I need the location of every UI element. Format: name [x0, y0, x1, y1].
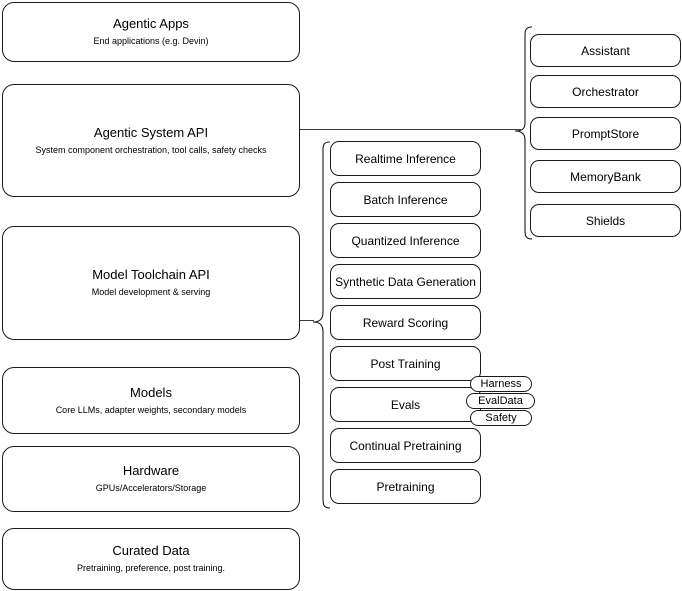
- layer-subtitle: Pretraining, preference, post training.: [76, 563, 226, 573]
- capability-label: Reward Scoring: [362, 315, 449, 330]
- layer-subtitle: End applications (e.g. Devin): [93, 36, 209, 46]
- layer-title: Agentic System API: [93, 124, 209, 140]
- layer-title: Hardware: [122, 463, 180, 478]
- capability-label: Batch Inference: [363, 192, 448, 207]
- component-box-orchestrator[interactable]: Orchestrator: [530, 75, 681, 108]
- capability-label: Post Training: [370, 356, 441, 371]
- layer-subtitle: System component orchestration, tool cal…: [35, 144, 267, 155]
- layer-box-models[interactable]: Models Core LLMs, adapter weights, secon…: [2, 367, 300, 434]
- component-box-memorybank[interactable]: MemoryBank: [530, 160, 681, 193]
- component-label: Assistant: [581, 43, 630, 58]
- capability-label: Continual Pretraining: [349, 438, 462, 453]
- layer-box-model-toolchain-api[interactable]: Model Toolchain API Model development & …: [2, 226, 300, 340]
- component-label: MemoryBank: [570, 169, 641, 184]
- component-box-assistant[interactable]: Assistant: [530, 34, 681, 67]
- capability-box-synthetic-data-generation[interactable]: Synthetic Data Generation: [330, 264, 481, 299]
- component-box-promptstore[interactable]: PromptStore: [530, 117, 681, 150]
- badge-label: Harness: [480, 378, 522, 390]
- evals-badge-harness[interactable]: Harness: [470, 376, 532, 392]
- connector-toolchain-api-to-capabilities: [300, 320, 314, 321]
- layer-title: Model Toolchain API: [92, 267, 210, 282]
- layer-box-curated-data[interactable]: Curated Data Pretraining, preference, po…: [2, 528, 300, 590]
- capability-label: Realtime Inference: [355, 151, 456, 166]
- layer-box-agentic-apps[interactable]: Agentic Apps End applications (e.g. Devi…: [2, 2, 300, 62]
- badge-label: EvalData: [478, 395, 523, 407]
- capability-box-post-training[interactable]: Post Training: [330, 346, 481, 381]
- layer-subtitle: Model development & serving: [91, 287, 211, 297]
- capability-box-batch-inference[interactable]: Batch Inference: [330, 182, 481, 217]
- component-label: Orchestrator: [572, 84, 639, 99]
- badge-label: Safety: [485, 412, 517, 424]
- layer-subtitle: GPUs/Accelerators/Storage: [95, 483, 207, 493]
- capability-box-realtime-inference[interactable]: Realtime Inference: [330, 141, 481, 176]
- connector-system-api-to-components: [300, 129, 521, 130]
- evals-badge-evaldata[interactable]: EvalData: [466, 393, 535, 409]
- evals-badge-safety[interactable]: Safety: [470, 410, 532, 426]
- capability-label: Evals: [390, 397, 421, 412]
- layer-box-agentic-system-api[interactable]: Agentic System API System component orch…: [2, 84, 300, 197]
- component-box-shields[interactable]: Shields: [530, 204, 681, 237]
- capability-label: Synthetic Data Generation: [335, 274, 476, 289]
- layer-title: Agentic Apps: [113, 16, 189, 31]
- component-label: Shields: [585, 213, 626, 228]
- capability-box-reward-scoring[interactable]: Reward Scoring: [330, 305, 481, 340]
- components-brace: [514, 26, 533, 240]
- layer-subtitle: Core LLMs, adapter weights, secondary mo…: [55, 404, 247, 415]
- capability-box-quantized-inference[interactable]: Quantized Inference: [330, 223, 481, 258]
- capability-label: Pretraining: [376, 479, 435, 494]
- layer-title: Curated Data: [112, 543, 190, 558]
- capability-label: Quantized Inference: [351, 233, 460, 248]
- capability-box-pretraining[interactable]: Pretraining: [330, 469, 481, 504]
- capability-box-continual-pretraining[interactable]: Continual Pretraining: [330, 428, 481, 463]
- component-label: PromptStore: [571, 126, 640, 141]
- layer-title: Models: [130, 384, 172, 400]
- layer-box-hardware[interactable]: Hardware GPUs/Accelerators/Storage: [2, 446, 300, 512]
- capabilities-brace: [312, 141, 331, 509]
- capability-box-evals[interactable]: Evals: [330, 387, 481, 422]
